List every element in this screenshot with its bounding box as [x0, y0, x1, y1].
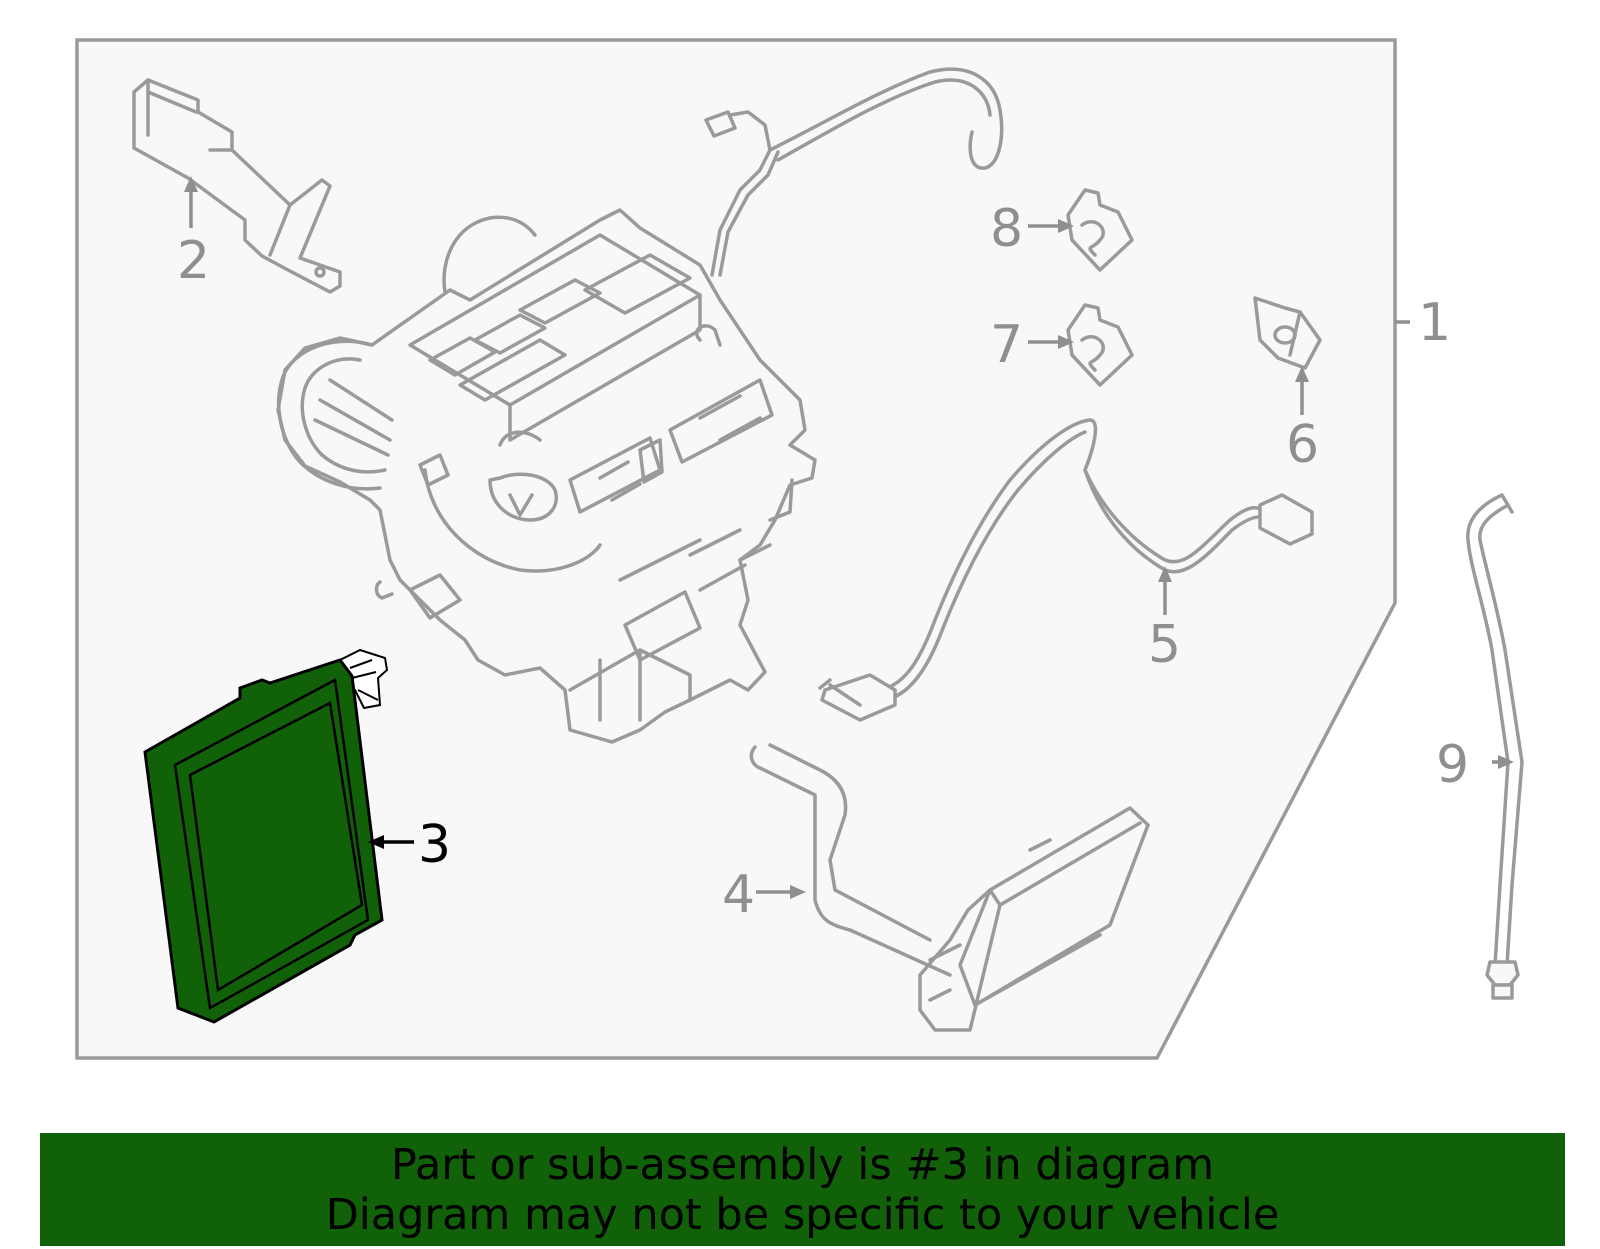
- part-7-actuator[interactable]: [1066, 303, 1134, 387]
- banner-line-1: Part or sub-assembly is #3 in diagram: [390, 1139, 1215, 1190]
- part-1-hvac-housing[interactable]: [276, 208, 817, 744]
- wire-harness-top[interactable]: [704, 67, 1004, 277]
- part-4-heater-core[interactable]: [749, 743, 1150, 1032]
- callout-7: 7: [990, 315, 1023, 375]
- part-3-evaporator[interactable]: [143, 648, 389, 1024]
- part-2-bracket[interactable]: [132, 78, 342, 294]
- callout-8: 8: [990, 199, 1023, 259]
- callout-2: 2: [177, 231, 210, 291]
- callout-4: 4: [722, 865, 755, 925]
- callout-3[interactable]: 3: [418, 815, 451, 875]
- callout-1: 1: [1418, 293, 1451, 353]
- callout-arrow-9: [1492, 755, 1514, 769]
- callout-6: 6: [1286, 415, 1319, 475]
- callout-arrow-2: [184, 176, 198, 228]
- callout-arrow-8: [1028, 219, 1074, 233]
- banner-line-2: Diagram may not be specific to your vehi…: [325, 1189, 1280, 1240]
- callout-arrow-4: [756, 885, 806, 899]
- callout-arrow-6: [1295, 366, 1309, 415]
- part-9-drain-hose[interactable]: [1466, 493, 1524, 1000]
- callout-arrow-3: [368, 835, 414, 849]
- callout-arrow-5: [1158, 566, 1172, 615]
- callout-9: 9: [1436, 735, 1469, 795]
- callout-arrow-7: [1028, 335, 1074, 349]
- part-6-actuator[interactable]: [1253, 296, 1322, 370]
- callout-5: 5: [1148, 615, 1181, 675]
- part-5-wire[interactable]: [818, 418, 1314, 722]
- info-banner: Part or sub-assembly is #3 in diagram Di…: [40, 1133, 1565, 1246]
- part-8-actuator[interactable]: [1066, 188, 1134, 272]
